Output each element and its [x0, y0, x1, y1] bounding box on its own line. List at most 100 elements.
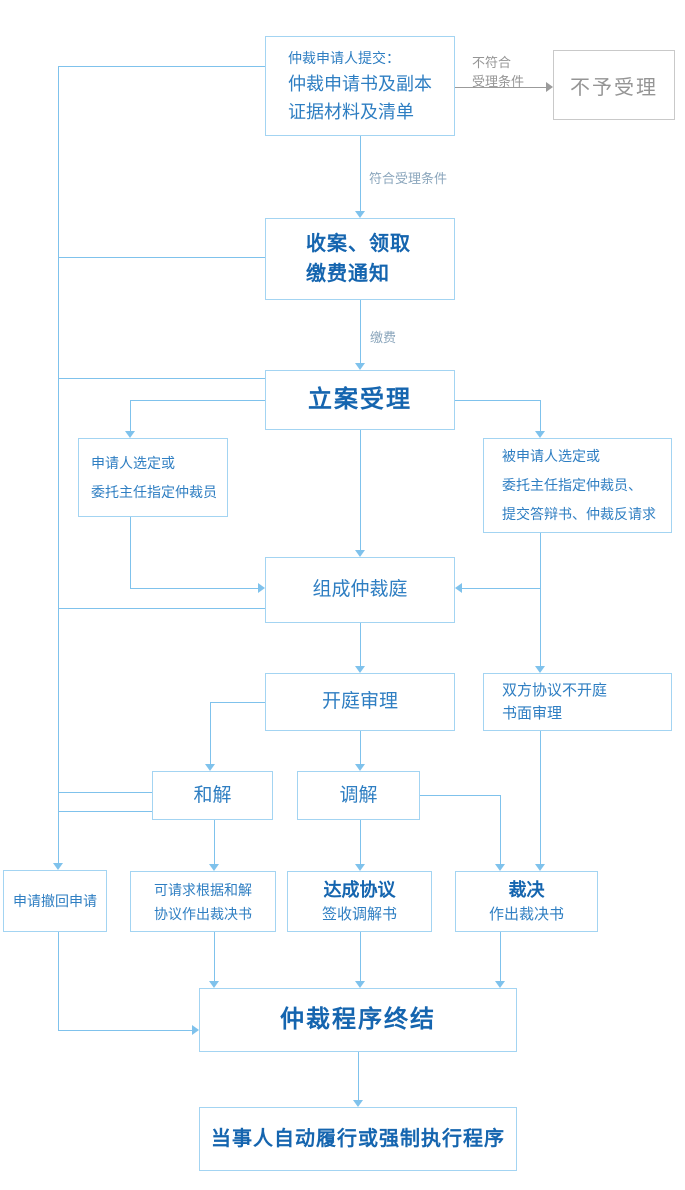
label-not-meet-line1: 不符合 — [472, 55, 512, 70]
connector-rail-to-tribunal — [58, 608, 265, 609]
node-award: 裁决 作出裁决书 — [455, 871, 598, 932]
connector-applicant-to-tribunal-h — [130, 588, 258, 589]
connector-rail-to-reconciliation-upper — [58, 792, 152, 793]
connector-mediation-to-award-v — [500, 795, 501, 864]
connector-withdraw-to-conclusion-h — [58, 1030, 192, 1031]
node-submit: 仲裁申请人提交： 仲裁申请书及副本 证据材料及清单 — [265, 36, 455, 136]
node-conclusion-label: 仲裁程序终结 — [280, 1006, 436, 1033]
arrowhead-written-review-to-award — [535, 864, 545, 871]
label-not-meet-conditions: 不符合 受理条件 — [472, 53, 524, 91]
connector-rail-to-reconciliation-lower — [58, 811, 152, 812]
arrowhead-receive-to-filing — [355, 363, 365, 370]
node-award-by-settlement-line2: 协议作出裁决书 — [154, 905, 252, 922]
label-meet-conditions: 符合受理条件 — [369, 171, 448, 186]
node-agreement-subtitle: 签收调解书 — [321, 906, 397, 923]
node-reconciliation: 和解 — [152, 771, 273, 820]
connector-hearing-to-reconciliation-h — [210, 702, 265, 703]
connector-tribunal-to-hearing — [360, 623, 361, 666]
node-award-by-settlement-line1: 可请求根据和解 — [154, 881, 252, 898]
arrowhead-reconciliation-to-award-by-settlement — [209, 864, 219, 871]
node-tribunal-label: 组成仲裁庭 — [312, 579, 408, 600]
connector-award-to-conclusion — [500, 932, 501, 981]
connector-hearing-to-reconciliation-v — [210, 702, 211, 764]
node-written-review: 双方协议不开庭 书面审理 — [483, 673, 672, 731]
connector-rail-to-filing — [58, 378, 265, 379]
arrowhead-filing-to-tribunal — [355, 550, 365, 557]
node-receive: 收案、领取 缴费通知 — [265, 218, 455, 300]
connector-withdraw-down — [58, 932, 59, 1030]
connector-agreement-to-conclusion — [360, 932, 361, 981]
node-mediation: 调解 — [297, 771, 420, 820]
connector-award-by-settlement-to-conclusion — [214, 932, 215, 981]
connector-rail-to-receive — [58, 257, 265, 258]
arrowhead-to-written-review — [535, 666, 545, 673]
connector-written-review-to-award — [540, 731, 541, 864]
arrowhead-agreement-to-conclusion — [355, 981, 365, 988]
node-respondent-select: 被申请人选定或 委托主任指定仲裁员、 提交答辩书、仲裁反请求 — [483, 438, 672, 533]
node-applicant-select-line1: 申请人选定或 — [91, 454, 175, 471]
connector-conclusion-to-enforcement — [358, 1052, 359, 1100]
connector-respondent-down — [540, 533, 541, 666]
node-hearing-label: 开庭审理 — [321, 691, 398, 712]
node-award-title: 裁决 — [508, 880, 545, 900]
arrowhead-filing-to-respondent — [535, 431, 545, 438]
node-withdraw: 申请撤回申请 — [3, 870, 107, 932]
node-respondent-select-line3: 提交答辩书、仲裁反请求 — [502, 506, 656, 522]
node-enforcement: 当事人自动履行或强制执行程序 — [199, 1107, 517, 1171]
node-award-by-settlement: 可请求根据和解 协议作出裁决书 — [130, 871, 276, 932]
arrowhead-mediation-to-agreement — [355, 864, 365, 871]
connector-left-rail — [58, 66, 59, 863]
node-applicant-select: 申请人选定或 委托主任指定仲裁员 — [78, 438, 228, 517]
node-submit-line1: 仲裁申请人提交： — [288, 50, 400, 66]
arrowhead-rail-to-withdraw — [53, 863, 63, 870]
node-reject: 不予受理 — [553, 50, 675, 120]
node-submit-line2: 仲裁申请书及副本 — [288, 74, 432, 94]
node-receive-line2: 缴费通知 — [306, 263, 390, 285]
connector-reconciliation-to-award-by-settlement — [214, 820, 215, 864]
node-written-review-line2: 书面审理 — [502, 705, 563, 722]
node-submit-line3: 证据材料及清单 — [288, 102, 414, 122]
label-not-meet-line2: 受理条件 — [472, 74, 525, 89]
node-reconciliation-label: 和解 — [193, 784, 232, 806]
connector-submit-to-receive — [360, 136, 361, 213]
node-written-review-line1: 双方协议不开庭 — [502, 682, 608, 699]
connector-filing-to-respondent-v — [540, 400, 541, 431]
node-filing: 立案受理 — [265, 370, 455, 430]
connector-filing-to-applicant-v — [130, 400, 131, 431]
label-pay-fee: 缴费 — [370, 330, 397, 345]
node-hearing: 开庭审理 — [265, 673, 455, 731]
arrowhead-mediation-to-award — [495, 864, 505, 871]
arrowhead-applicant-to-tribunal — [258, 583, 265, 593]
connector-rail-to-submit — [58, 66, 265, 67]
node-respondent-select-line1: 被申请人选定或 — [502, 448, 600, 464]
arrowhead-filing-to-applicant — [125, 431, 135, 438]
connector-filing-to-tribunal — [360, 430, 361, 550]
connector-mediation-to-award-h — [420, 795, 500, 796]
node-mediation-label: 调解 — [339, 784, 378, 806]
node-reject-label: 不予受理 — [570, 76, 658, 99]
connector-applicant-to-tribunal-v — [130, 517, 131, 588]
arrowhead-award-by-settlement-to-conclusion — [209, 981, 219, 988]
node-agreement-title: 达成协议 — [323, 880, 396, 900]
arrowhead-award-to-conclusion — [495, 981, 505, 988]
arrowhead-hearing-to-mediation — [355, 764, 365, 771]
arrowhead-tribunal-to-hearing — [355, 666, 365, 673]
arrowhead-withdraw-to-conclusion — [192, 1025, 199, 1035]
node-withdraw-label: 申请撤回申请 — [13, 893, 97, 909]
node-agreement: 达成协议 签收调解书 — [287, 871, 432, 932]
arrowhead-submit-to-reject — [546, 82, 553, 92]
arrowhead-hearing-to-reconciliation — [205, 764, 215, 771]
connector-mediation-to-agreement — [360, 820, 361, 864]
node-receive-line1: 收案、领取 — [306, 233, 411, 255]
node-applicant-select-line2: 委托主任指定仲裁员 — [91, 483, 217, 500]
node-award-subtitle: 作出裁决书 — [488, 906, 564, 923]
node-tribunal: 组成仲裁庭 — [265, 557, 455, 623]
arrowhead-conclusion-to-enforcement — [353, 1100, 363, 1107]
connector-hearing-to-mediation — [360, 731, 361, 764]
node-conclusion: 仲裁程序终结 — [199, 988, 517, 1052]
connector-respondent-to-tribunal-h — [462, 588, 540, 589]
arrowhead-submit-to-receive — [355, 211, 365, 218]
arrowhead-respondent-to-tribunal — [455, 583, 462, 593]
connector-filing-to-applicant-h — [130, 400, 265, 401]
